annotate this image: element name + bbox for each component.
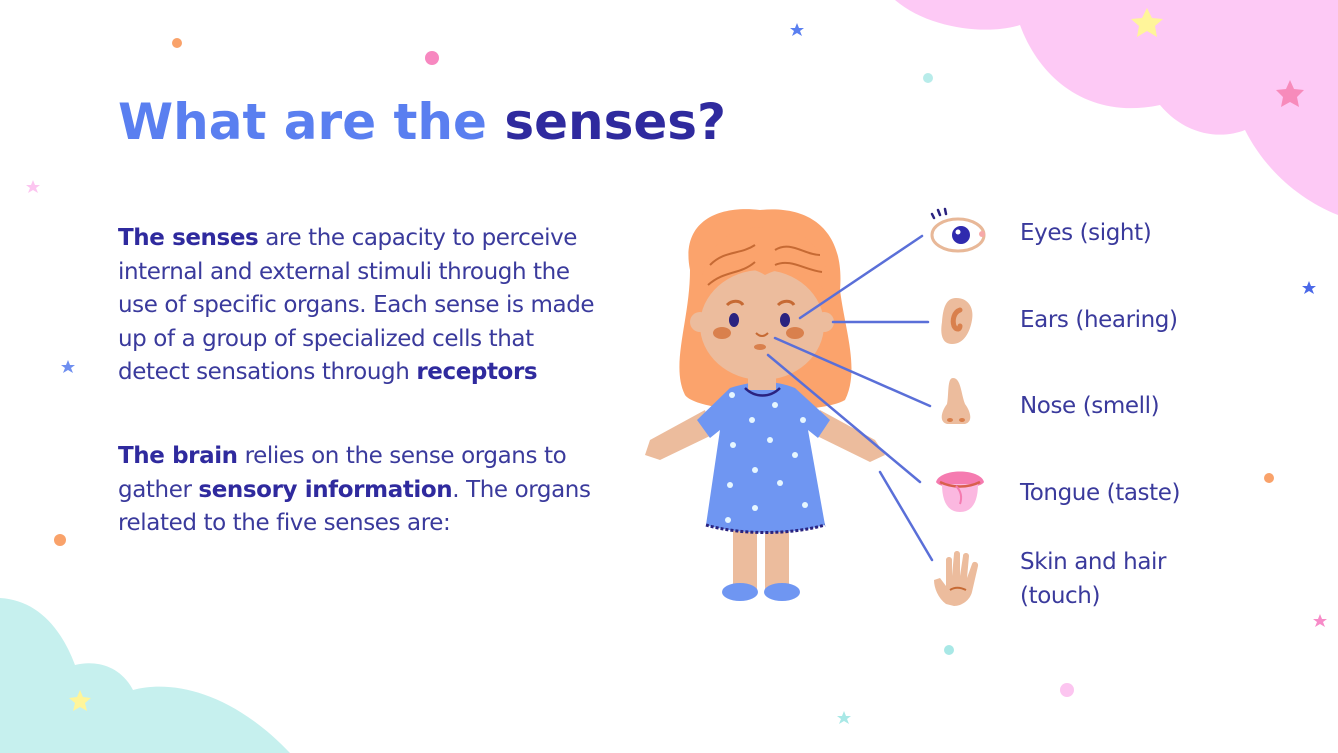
teal-dot (923, 73, 933, 83)
pink-dot (1060, 683, 1074, 697)
blue-star-icon (61, 360, 75, 373)
paragraph2-text-a: relies on the sense organs to gather (118, 443, 567, 503)
paragraph-brain: The brain relies on the sense organs to … (118, 440, 598, 541)
bold-the-senses: The senses (118, 225, 259, 251)
orange-dot (54, 534, 66, 546)
connector-nose (773, 336, 932, 408)
ear-icon (941, 298, 973, 344)
teal-star-icon (837, 711, 851, 724)
organ-label-nose: Nose (smell) (1020, 393, 1160, 419)
title-part-light: What are the (118, 93, 505, 151)
bold-sensory-information: sensory information (198, 476, 453, 503)
pink-star-icon (26, 180, 40, 193)
orange-dot (172, 38, 182, 48)
connector-tongue (766, 353, 922, 484)
pink-cloud (895, 0, 1338, 215)
eye-icon (930, 207, 986, 253)
paragraph1-text: are the capacity to perceive internal an… (118, 225, 595, 385)
paragraph-senses-definition: The senses are the capacity to perceive … (118, 222, 598, 390)
pink-star-icon (1313, 614, 1327, 627)
paragraph2-text-b: . The organs related to the five senses … (118, 476, 591, 537)
yellow-star-icon (1131, 8, 1163, 37)
tongue-icon (936, 471, 984, 512)
orange-dot (1264, 473, 1274, 483)
title-part-dark: senses? (504, 93, 727, 151)
nose-icon (941, 378, 971, 424)
bold-receptors: receptors (416, 359, 538, 385)
organ-label-skin-line2: (touch) (1020, 583, 1101, 609)
organ-label-skin-line1: Skin and hair (1020, 549, 1167, 575)
teal-dot (944, 645, 954, 655)
connector-hand (878, 470, 934, 562)
organ-label-eyes: Eyes (sight) (1020, 220, 1152, 246)
pink-star-icon (1276, 80, 1304, 107)
blue-star-icon (790, 23, 804, 36)
teal-cloud (0, 598, 290, 753)
organ-label-ears: Ears (hearing) (1020, 307, 1178, 333)
organ-label-tongue: Tongue (taste) (1020, 480, 1181, 506)
connector-eye (798, 234, 924, 320)
bold-the-brain: The brain (118, 443, 238, 469)
organ-label-skin: Skin and hair (touch) (1020, 545, 1167, 613)
hand-icon (934, 551, 979, 606)
slide-title: What are the senses? (118, 92, 726, 152)
blue-star-icon (1302, 281, 1316, 294)
pink-dot (425, 51, 439, 65)
yellow-star-icon (69, 690, 91, 711)
